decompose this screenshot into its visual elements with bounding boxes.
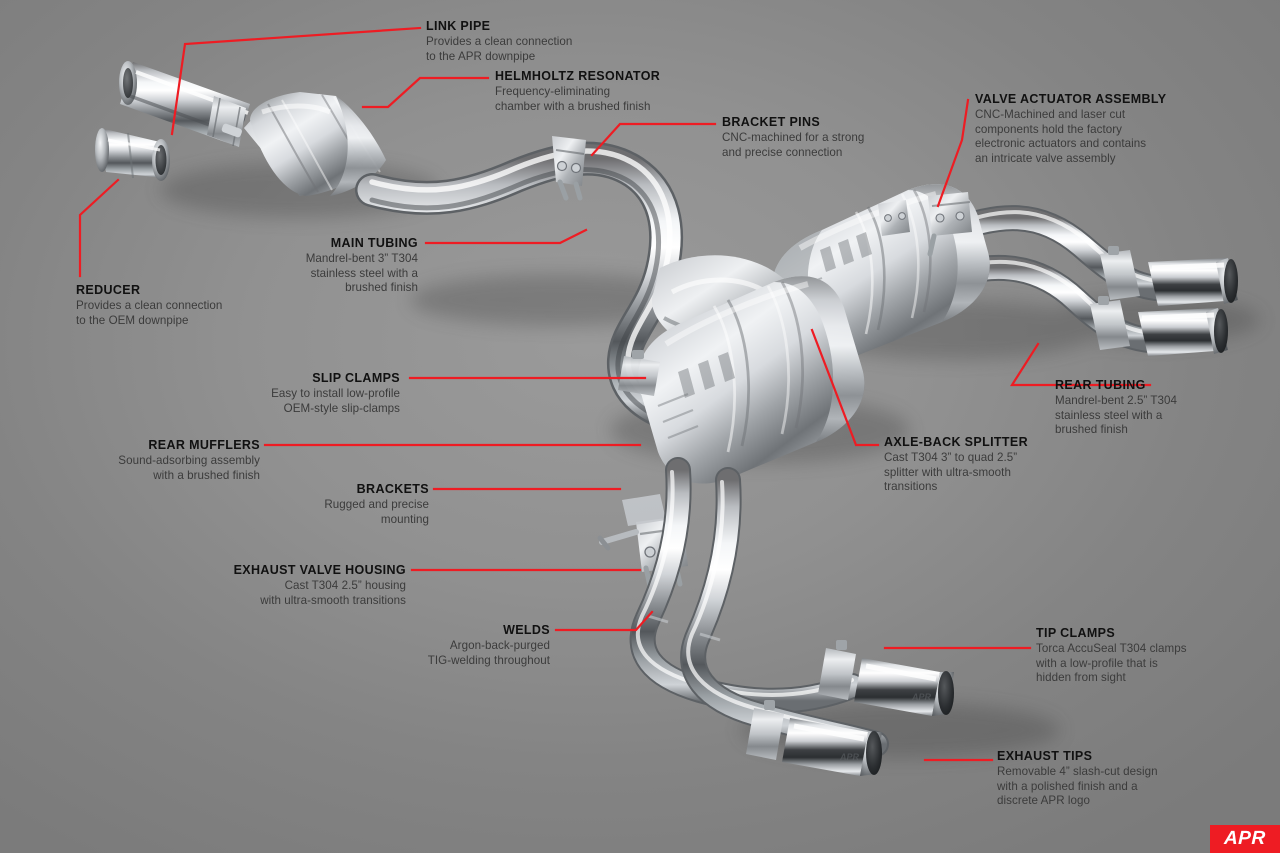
callout-line: brushed finish xyxy=(1055,423,1128,437)
callout-line: Provides a clean connection xyxy=(426,35,573,48)
callout-line: Cast T304 3” to quad 2.5” xyxy=(884,451,1018,464)
callout-line: Rugged and precise xyxy=(324,498,429,511)
callout-line: splitter with ultra-smooth xyxy=(884,465,1011,479)
exhaust-tips-lower: APR APR xyxy=(746,640,954,776)
callout-line: chamber with a brushed finish xyxy=(495,99,651,113)
valve-actuator xyxy=(878,200,910,236)
callout-line: stainless steel with a xyxy=(310,266,418,280)
apr-logo-text: APR xyxy=(1223,828,1267,849)
bracket-pins-part xyxy=(552,136,586,201)
callout-line: components hold the factory xyxy=(975,122,1123,136)
svg-text:APR: APR xyxy=(839,752,860,762)
callout-tip-clamps: TIP CLAMPS Torca AccuSeal T304 clamps wi… xyxy=(1036,626,1187,686)
callout-bracket-pins: BRACKET PINS CNC-machined for a strong a… xyxy=(722,115,864,160)
callout-line: and precise connection xyxy=(722,145,843,159)
callout-line: Argon-back-purged xyxy=(449,639,550,652)
callout-title: LINK PIPE xyxy=(426,19,491,33)
callout-line: Removable 4” slash-cut design xyxy=(997,765,1158,778)
reducer-part xyxy=(95,128,170,181)
callout-axle-back-splitter: AXLE-BACK SPLITTER Cast T304 3” to quad … xyxy=(884,435,1028,495)
callout-title: REAR TUBING xyxy=(1055,378,1146,392)
link-pipe-part xyxy=(119,61,250,147)
callout-line: to the APR downpipe xyxy=(426,49,536,63)
tip-clamp xyxy=(818,640,856,700)
callout-brackets: BRACKETS Rugged and precise mounting xyxy=(215,482,429,527)
callout-title: BRACKET PINS xyxy=(722,115,821,129)
callout-title: TIP CLAMPS xyxy=(1036,626,1116,640)
callout-title: MAIN TUBING xyxy=(330,236,418,250)
callout-line: mounting xyxy=(380,512,429,526)
callout-main-tubing: MAIN TUBING Mandrel-bent 3” T304 stainle… xyxy=(200,236,418,296)
callout-title: REDUCER xyxy=(76,283,141,297)
callout-line: with ultra-smooth transitions xyxy=(260,593,406,607)
callout-helmholtz-resonator: HELMHOLTZ RESONATOR Frequency-eliminatin… xyxy=(495,69,660,114)
callout-title: VALVE ACTUATOR ASSEMBLY xyxy=(975,92,1167,106)
callout-line: TIG-welding throughout xyxy=(427,653,550,667)
callout-line: Mandrel-bent 3” T304 xyxy=(305,252,418,265)
exhaust-tip xyxy=(1148,258,1238,306)
callout-line: Torca AccuSeal T304 clamps xyxy=(1036,642,1187,655)
callout-valve-actuator-assembly: VALVE ACTUATOR ASSEMBLY CNC-Machined and… xyxy=(975,92,1166,166)
callout-exhaust-tips: EXHAUST TIPS Removable 4” slash-cut desi… xyxy=(997,749,1158,809)
callout-line: electronic actuators and contains xyxy=(975,137,1147,151)
exhaust-tip: APR xyxy=(854,658,954,716)
apr-emboss xyxy=(820,232,872,272)
callout-line: with a low-profile that is xyxy=(1036,656,1158,670)
tip-clamp xyxy=(746,700,784,760)
callout-line: with a brushed finish xyxy=(153,468,260,482)
callout-line: with a polished finish and a xyxy=(997,779,1138,793)
apr-emboss xyxy=(678,352,735,398)
apr-logo: APR xyxy=(1210,825,1280,853)
callout-line: an intricate valve assembly xyxy=(975,151,1116,165)
callout-line: Cast T304 2.5” housing xyxy=(284,579,406,592)
callout-title: EXHAUST VALVE HOUSING xyxy=(233,563,406,577)
callout-exhaust-valve-housing: EXHAUST VALVE HOUSING Cast T304 2.5” hou… xyxy=(160,563,406,608)
exhaust-tips-upper xyxy=(1090,246,1238,356)
rear-tubing-lower xyxy=(629,457,889,757)
callout-title: SLIP CLAMPS xyxy=(312,371,400,385)
callout-line: stainless steel with a xyxy=(1055,408,1163,422)
callout-line: brushed finish xyxy=(345,281,418,295)
callout-link-pipe: LINK PIPE Provides a clean connection to… xyxy=(426,19,572,64)
callout-reducer: REDUCER Provides a clean connection to t… xyxy=(76,283,222,328)
callout-line: OEM-style slip-clamps xyxy=(283,401,400,415)
callout-line: Provides a clean connection xyxy=(76,299,223,312)
callout-line: Mandrel-bent 2.5” T304 xyxy=(1055,394,1178,407)
slip-clamp-main xyxy=(618,350,660,396)
callout-line: CNC-machined for a strong xyxy=(722,131,865,144)
tip-clamp xyxy=(1090,296,1130,350)
tip-clamp xyxy=(1100,246,1140,300)
callout-line: discrete APR logo xyxy=(997,794,1091,808)
callout-title: REAR MUFFLERS xyxy=(148,438,260,452)
callout-title: HELMHOLTZ RESONATOR xyxy=(495,69,661,83)
callout-title: AXLE-BACK SPLITTER xyxy=(884,435,1028,449)
callout-line: to the OEM downpipe xyxy=(76,313,189,327)
svg-text:APR: APR xyxy=(911,692,932,702)
exhaust-tip xyxy=(1138,308,1228,356)
callout-line: transitions xyxy=(884,480,938,494)
callout-rear-tubing: REAR TUBING Mandrel-bent 2.5” T304 stain… xyxy=(1055,378,1177,438)
callout-line: hidden from sight xyxy=(1036,671,1126,685)
callout-line: Sound-adsorbing assembly xyxy=(118,454,260,467)
callout-line: Easy to install low-profile xyxy=(271,387,400,400)
callout-line: CNC-Machined and laser cut xyxy=(975,108,1126,121)
callout-title: EXHAUST TIPS xyxy=(997,749,1093,763)
callout-slip-clamps: SLIP CLAMPS Easy to install low-profile … xyxy=(180,371,400,416)
callout-rear-mufflers: REAR MUFFLERS Sound-adsorbing assembly w… xyxy=(40,438,260,483)
exhaust-tip: APR xyxy=(782,718,882,776)
callout-title: WELDS xyxy=(503,623,550,637)
callout-welds: WELDS Argon-back-purged TIG-welding thro… xyxy=(330,623,550,668)
callout-line: Frequency-eliminating xyxy=(495,85,611,98)
callout-title: BRACKETS xyxy=(356,482,429,496)
